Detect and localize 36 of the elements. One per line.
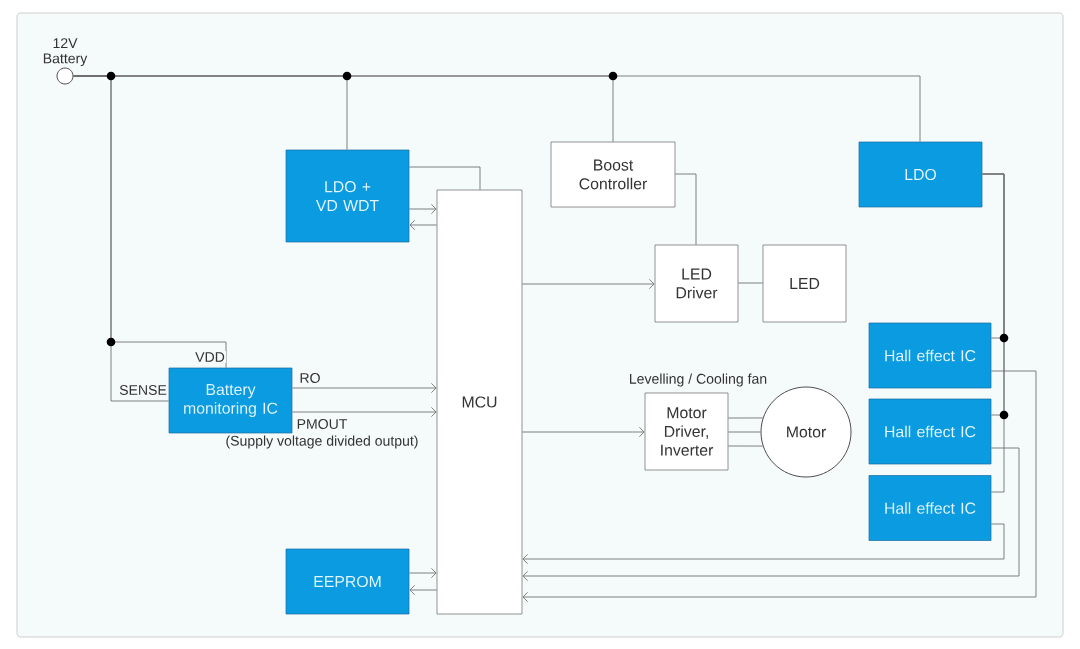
wire <box>981 173 1005 493</box>
arrow <box>408 203 437 215</box>
arrow <box>522 523 1005 565</box>
wire <box>737 282 764 284</box>
block-box: Motor Driver, Inverter <box>644 392 729 471</box>
chip-box: LDO + VD WDT <box>285 149 410 243</box>
block-box: LED <box>762 244 847 323</box>
block-box: Boost Controller <box>550 141 676 208</box>
battery-terminal: 12V Battery <box>43 38 88 85</box>
chip-box: LDO <box>858 141 983 208</box>
wire <box>73 75 170 402</box>
arrow <box>521 278 655 290</box>
chip-box: Battery monitoring IC <box>168 367 293 434</box>
arrow <box>521 426 645 438</box>
wire <box>408 166 481 191</box>
arrow <box>522 370 1037 603</box>
arrow <box>291 406 437 418</box>
pin-label: VDD <box>194 351 226 363</box>
arrow <box>522 447 1020 582</box>
wire <box>727 417 764 419</box>
wire <box>727 445 764 447</box>
wire <box>674 173 697 246</box>
block-box: MCU <box>436 189 523 615</box>
arrow <box>291 382 437 394</box>
node-label: 12V Battery <box>43 38 88 67</box>
wire <box>727 431 761 433</box>
arrow <box>409 219 438 231</box>
chip-box: Hall effect IC <box>868 398 992 465</box>
chip-box: EEPROM <box>285 548 410 615</box>
block-box: LED Driver <box>654 244 739 323</box>
note: (Supply voltage divided output) <box>226 435 418 449</box>
node-label: Levelling / Cooling fan <box>630 373 767 387</box>
chip-box: Hall effect IC <box>868 322 992 389</box>
chip-box: Hall effect IC <box>868 475 992 541</box>
arrow <box>409 584 438 596</box>
arrow <box>408 567 437 579</box>
